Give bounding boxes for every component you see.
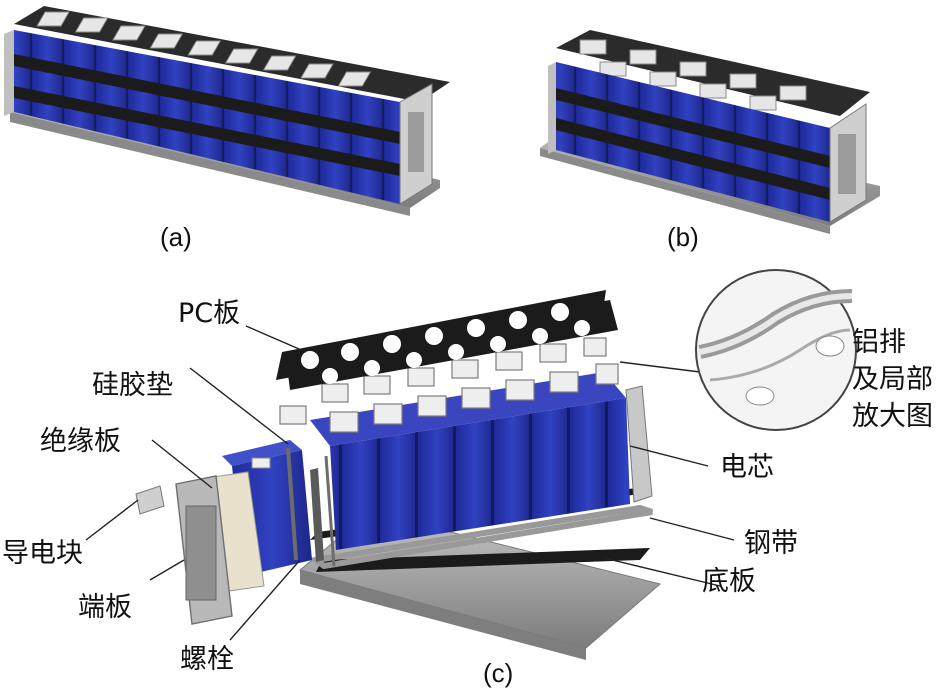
silicone-pad <box>310 468 324 562</box>
module-a-strap-2 <box>14 86 400 176</box>
label-busbar-zoom-line-1: 铝排 <box>852 327 906 358</box>
label-busbar-zoom-line-2: 及局部 <box>852 364 933 395</box>
busbar-row <box>279 337 619 433</box>
label-insulation-board: 绝缘板 <box>40 426 121 457</box>
label-steel-strap: 钢带 <box>744 528 798 559</box>
bolt <box>286 447 298 561</box>
label-busbar-zoom: 铝排 及局部 放大图 <box>852 324 933 435</box>
cell-stack <box>330 398 630 550</box>
label-pc-board: PC板 <box>178 298 241 329</box>
label-conductive-block: 导电块 <box>2 538 83 569</box>
module-a-strap-1 <box>14 54 400 144</box>
steel-strap-frame <box>308 504 653 570</box>
exploded-view <box>85 269 857 660</box>
steel-strap-lower <box>316 548 650 572</box>
label-bolt: 螺栓 <box>180 644 234 675</box>
module-b-strap-2 <box>556 118 830 200</box>
leader-lines <box>85 325 735 641</box>
label-end-plate: 端板 <box>78 592 132 623</box>
module-a-busbars <box>36 11 372 87</box>
subfigure-label-a: (a) <box>160 222 192 252</box>
subfigure-label-c: (c) <box>483 658 514 688</box>
conductive-block <box>135 485 165 515</box>
busbar-zoom-circle <box>695 269 857 431</box>
label-silicone-pad: 硅胶垫 <box>92 370 173 401</box>
subfigure-label-b: (b) <box>667 222 699 252</box>
module-a <box>4 6 450 216</box>
label-base-plate: 底板 <box>702 566 756 597</box>
pc-board-holes <box>301 303 590 384</box>
module-b-strap-1 <box>556 88 830 168</box>
module-b-busbars <box>579 39 807 111</box>
module-b <box>540 30 880 234</box>
label-busbar-zoom-line-3: 放大图 <box>852 401 933 432</box>
label-cell: 电芯 <box>720 452 774 483</box>
